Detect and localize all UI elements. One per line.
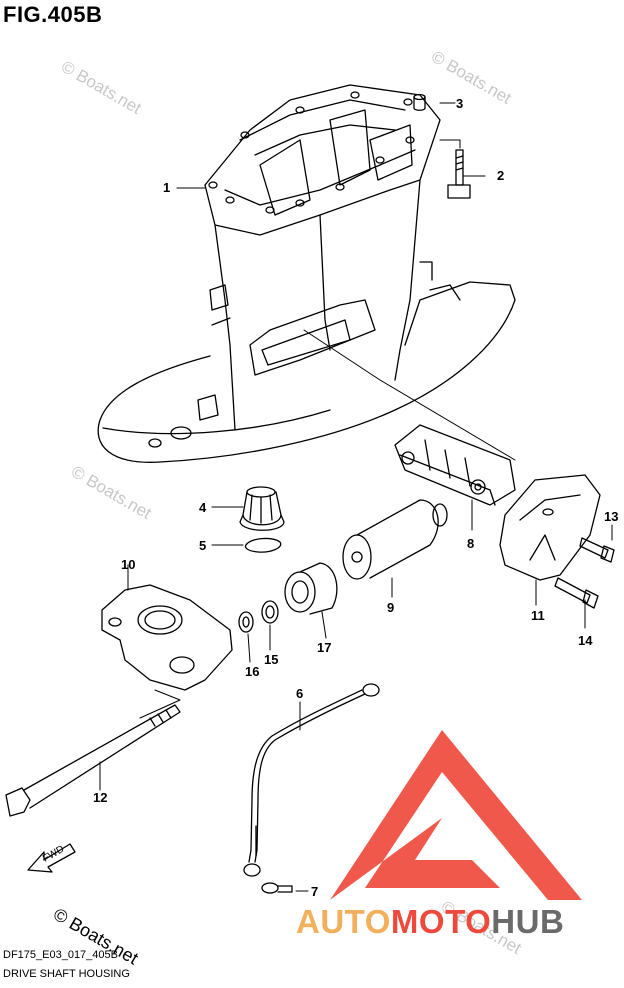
washer-16	[238, 611, 254, 633]
ground-wire-6	[243, 683, 380, 877]
callout-4: 4	[199, 500, 207, 515]
long-bolt-12	[5, 704, 181, 817]
callout-17: 17	[317, 640, 331, 655]
callout-2: 2	[497, 168, 504, 183]
callout-13: 13	[604, 509, 618, 524]
bushing-4	[239, 486, 285, 531]
callout-8: 8	[467, 536, 474, 551]
watermark-1: © Boats.net	[58, 57, 145, 118]
callout-1: 1	[163, 180, 170, 195]
leader-lines	[99, 102, 613, 892]
washer-15	[261, 600, 279, 624]
fwd-arrow: FWD	[27, 843, 76, 873]
callout-7: 7	[311, 884, 318, 899]
dowel-pin-3	[413, 93, 426, 111]
callout-5: 5	[199, 538, 206, 553]
mount-cylinder-9	[342, 499, 448, 580]
brand-logo	[330, 730, 582, 900]
fig-title: FIG.405B	[3, 2, 103, 27]
screw-7	[261, 882, 293, 894]
bolt-13	[579, 537, 615, 563]
brand-wordmark: AUTOMOTOHUB	[296, 903, 564, 941]
callout-12: 12	[93, 790, 107, 805]
bolt-2	[447, 149, 471, 199]
diagram-name: DRIVE SHAFT HOUSING	[3, 968, 130, 980]
fwd-label: FWD	[41, 844, 66, 865]
clip-5	[244, 537, 282, 553]
callout-16: 16	[245, 664, 259, 679]
callout-10: 10	[121, 557, 135, 572]
callout-3: 3	[456, 96, 463, 111]
brand-part-moto: MOTO	[390, 903, 492, 940]
callouts: 1 2 3 4 5 6 7 8 9 10 11 12 13 14 15 16 1…	[93, 96, 618, 899]
collar-17	[284, 562, 338, 615]
brand-part-auto: AUTO	[296, 903, 391, 940]
callout-9: 9	[387, 600, 394, 615]
diagram-code: DF175_E03_017_405B	[3, 949, 118, 961]
drive-shaft-housing	[97, 84, 516, 463]
mount-bracket-10	[101, 584, 233, 691]
brand-part-hub: HUB	[491, 903, 565, 940]
callout-11: 11	[531, 608, 545, 623]
holder-11	[499, 474, 601, 581]
callout-15: 15	[264, 652, 278, 667]
watermark-2: © Boats.net	[428, 47, 515, 108]
rubber-mount-8	[394, 424, 516, 506]
callout-14: 14	[578, 633, 593, 648]
callout-6: 6	[296, 686, 303, 701]
watermark-3: © Boats.net	[68, 462, 155, 523]
bolt-14	[554, 577, 599, 609]
